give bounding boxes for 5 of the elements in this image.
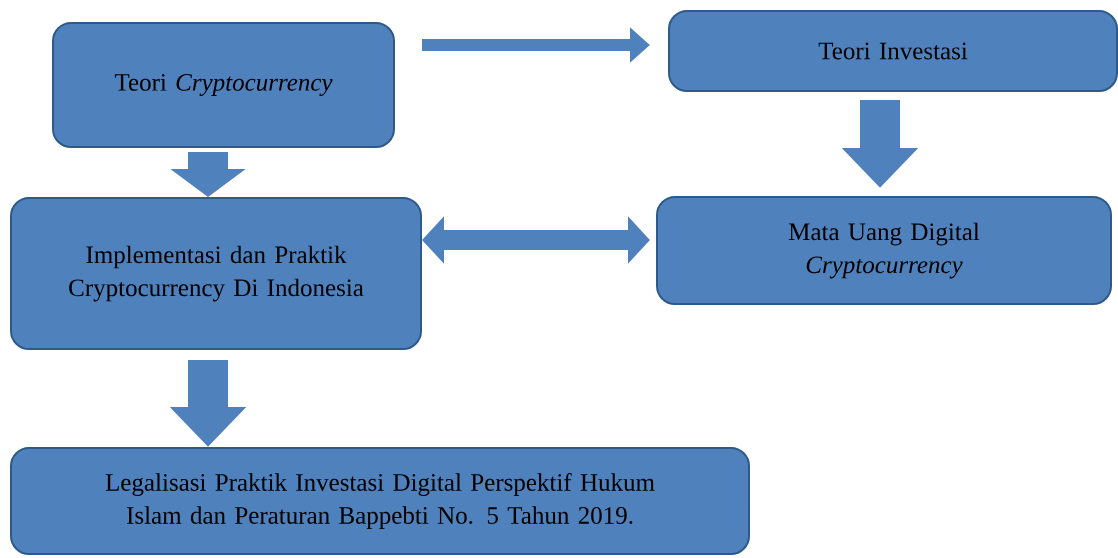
process-box: Implementasi dan Praktik Cryptocurrency Di Indonesia [10, 197, 422, 350]
process-box: Teori Cryptocurrency [52, 22, 395, 148]
process-box: Mata Uang Digital Cryptocurrency [656, 196, 1112, 305]
process-box: Legalisasi Praktik Investasi Digital Perspektif Hukum Islam dan Peraturan Bappebti No. 5 Tahun 2019. [10, 447, 750, 555]
process-box: Teori Investasi [668, 10, 1118, 92]
